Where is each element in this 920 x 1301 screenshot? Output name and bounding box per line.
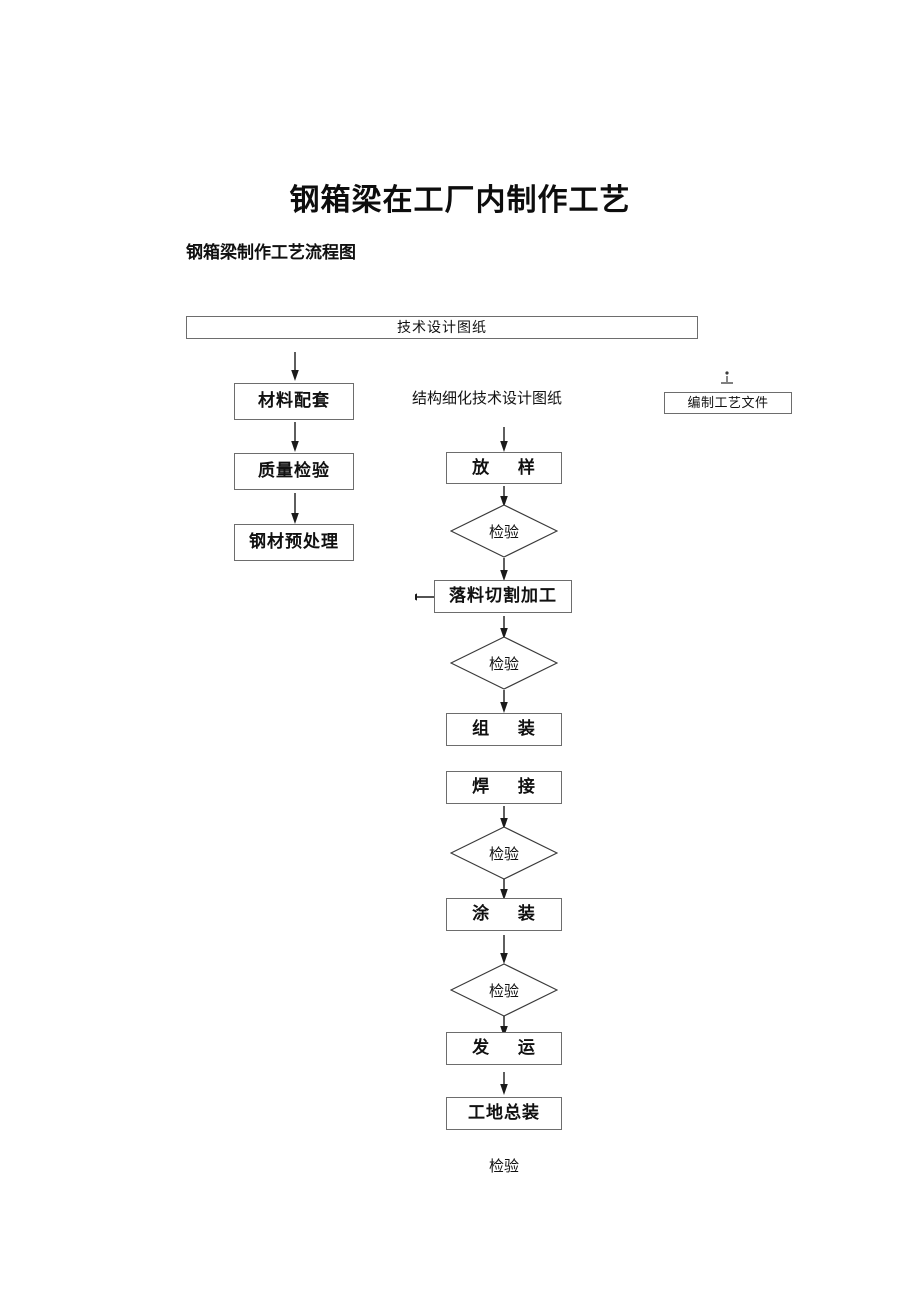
page-subtitle: 钢箱梁制作工艺流程图 bbox=[186, 243, 356, 263]
flow-node-banner[interactable]: 技术设计图纸 bbox=[186, 316, 698, 339]
flow-node-shipping[interactable]: 发 运 bbox=[446, 1032, 562, 1065]
page-title: 钢箱梁在工厂内制作工艺 bbox=[289, 183, 631, 218]
arrow-cutting-to-check-2 bbox=[497, 616, 511, 640]
flow-node-cutting-processing[interactable]: 落料切割加工 bbox=[434, 580, 572, 613]
arrow-check4-to-shipping bbox=[497, 1016, 511, 1038]
arrow-check1-to-cutting bbox=[497, 558, 511, 582]
flow-node-material-kit[interactable]: 材料配套 bbox=[234, 383, 354, 420]
flow-node-check-1[interactable]: 检验 bbox=[450, 504, 558, 558]
flow-node-check-1-label: 检验 bbox=[488, 522, 519, 541]
arrow-check3-to-coating bbox=[497, 879, 511, 901]
flow-node-assembly[interactable]: 组 装 bbox=[446, 713, 562, 746]
flow-node-check-2[interactable]: 检验 bbox=[450, 636, 558, 690]
arrow-shipping-to-site-assembly bbox=[497, 1072, 511, 1096]
flow-node-welding[interactable]: 焊 接 bbox=[446, 771, 562, 804]
arrow-coating-to-check-4 bbox=[497, 935, 511, 965]
arrow-banner-to-material bbox=[288, 352, 302, 382]
flow-node-site-assembly[interactable]: 工地总装 bbox=[446, 1097, 562, 1130]
arrow-quality-to-pretreatment bbox=[288, 493, 302, 525]
flow-node-check-4[interactable]: 检验 bbox=[450, 963, 558, 1017]
arrow-side-into-cutting bbox=[415, 589, 437, 605]
flow-node-layout[interactable]: 放 样 bbox=[446, 452, 562, 484]
flow-note-final-inspection: 检验 bbox=[488, 1157, 519, 1175]
flow-node-steel-pretreatment[interactable]: 钢材预处理 bbox=[234, 524, 354, 561]
flow-node-check-2-label: 检验 bbox=[488, 654, 519, 673]
flow-node-quality-inspection[interactable]: 质量检验 bbox=[234, 453, 354, 490]
flow-node-process-document[interactable]: 编制工艺文件 bbox=[664, 392, 792, 414]
arrow-check2-to-assembly bbox=[497, 690, 511, 714]
arrow-material-to-quality bbox=[288, 422, 302, 453]
flow-node-check-3[interactable]: 检验 bbox=[450, 826, 558, 880]
flow-node-check-4-label: 检验 bbox=[488, 981, 519, 1000]
arrow-welding-to-check-3 bbox=[497, 806, 511, 830]
flow-node-coating[interactable]: 涂 装 bbox=[446, 898, 562, 931]
arrow-layout-to-check-1 bbox=[497, 486, 511, 508]
flow-note-detail-drawings: 结构细化技术设计图纸 bbox=[411, 389, 562, 407]
arrow-into-layout bbox=[497, 427, 511, 453]
flow-node-check-3-label: 检验 bbox=[488, 844, 519, 863]
arrow-stub-to-process-doc bbox=[716, 369, 738, 391]
